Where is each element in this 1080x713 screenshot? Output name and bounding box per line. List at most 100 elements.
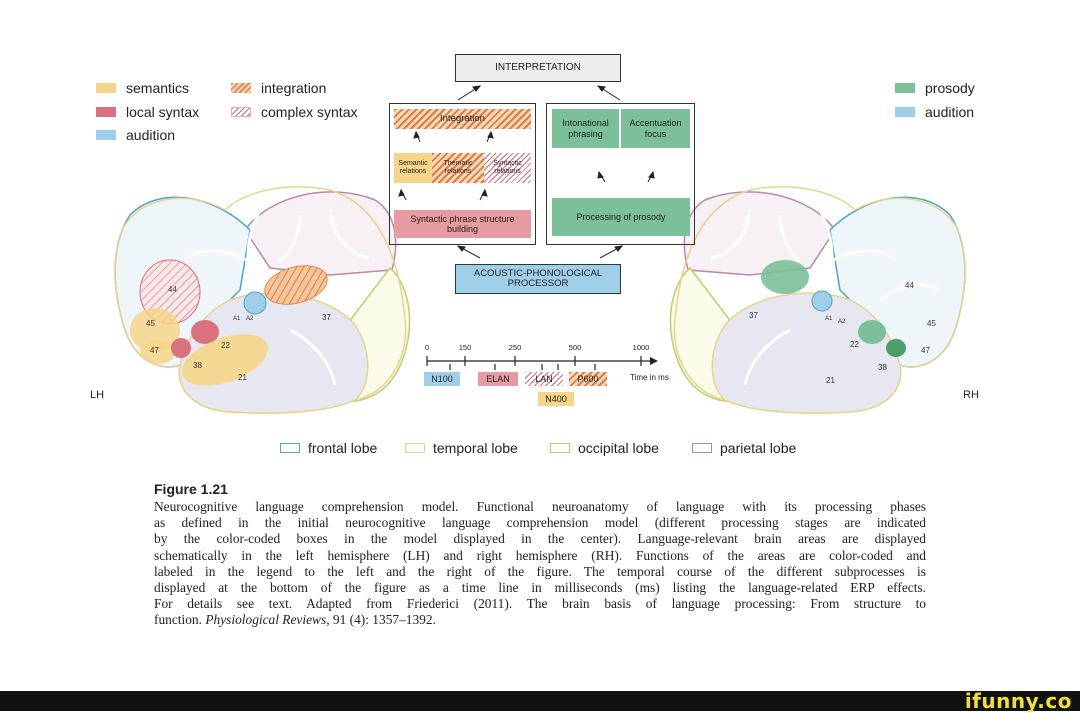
right-audition-region [811,290,833,312]
time-unit-label: Time in ms [630,373,669,382]
ifunny-watermark: ifunny.co [964,689,1072,713]
legend-audition-left: audition [96,127,175,143]
right-prosody-superior [761,260,809,294]
left-area-label: A2 [246,316,254,322]
temporal-lobe-swatch [405,443,425,453]
figure-title: Figure 1.21 [154,481,228,497]
legend-audition-label: audition [126,127,176,143]
syntactic-relations-box: Syntactic relations [484,153,531,183]
caption-line: by the color-coded boxes in the model di… [154,531,926,547]
caption-line: schematically in the left hemisphere (LH… [154,547,926,563]
left-hemisphere [114,186,411,414]
lan-label: LAN [525,372,563,386]
right-area-label: 37 [749,311,758,320]
model-arrows [398,85,655,259]
occipital-lobe-label: occipital lobe [578,440,659,456]
parietal-lobe-label: parietal lobe [720,440,797,456]
legend-occipital-lobe: occipital lobe [550,440,659,456]
frontal-lobe-swatch [280,443,300,453]
audition-swatch [96,130,116,140]
caption-line: as defined in the initial neurocognitive… [154,515,926,531]
legend-temporal-lobe: temporal lobe [405,440,518,456]
left-area-label: 37 [322,313,331,322]
caption-line: Neurocognitive language comprehension mo… [154,499,926,514]
right-area-label: A2 [838,319,846,325]
left-area-label: 22 [221,341,230,350]
right-area-label: 21 [826,376,835,385]
tick-label: 1000 [633,343,650,352]
left-area-47-semantics [140,340,176,364]
tick-label: 250 [509,343,522,352]
legend-local-syntax: local syntax [96,104,199,120]
left-local-syntax-region-b [171,338,191,358]
left-area-label: A1 [233,316,241,322]
occipital-lobe-swatch [550,443,570,453]
caption-line: labeled in the legend to the left and th… [154,563,926,579]
right-area-label: 44 [905,281,914,290]
brain-figure: 44 45 47 38 22 21 37 A1 A2 44 45 47 38 2… [114,186,966,414]
left-audition-region [243,291,267,315]
left-local-syntax-region-a [191,320,219,344]
legend-audition-right-label: audition [925,104,975,120]
parietal-lobe-swatch [692,443,712,453]
processing-prosody-box: Processing of prosody [552,198,690,236]
local-syntax-swatch [96,107,116,117]
legend-prosody-label: prosody [925,80,975,96]
watermark-bar [0,691,1080,711]
right-area-label: 22 [850,340,859,349]
right-prosody-temporal [858,320,886,344]
left-area-45-semantics [130,308,180,352]
right-sulci [709,209,941,386]
legend-local-syntax-label: local syntax [126,104,200,120]
tick-label: 500 [569,343,582,352]
journal-name: Physiological Reviews [205,612,327,628]
right-area-label: 47 [921,346,930,355]
left-area-label: 38 [193,361,202,370]
temporal-lobe-label: temporal lobe [433,440,518,456]
left-integration-region [264,265,328,305]
intonational-phrasing-box: Intonational phrasing [552,109,619,148]
semantics-swatch [96,83,116,93]
right-area-label: 45 [927,319,936,328]
syntactic-phrase-box: Syntactic phrase structure building [394,210,531,238]
left-area-label: 44 [168,285,177,294]
p600-label: P600 [569,372,607,386]
n400-label: N400 [538,392,574,406]
right-hemisphere-label: RH [963,389,979,401]
integration-box: Integration [394,109,531,129]
right-parietal-lobe [683,191,836,276]
caption-line: displayed at the bottom of the figure as… [154,580,926,596]
thematic-relations-box: Thematic relations [432,153,484,183]
left-area-label: 21 [238,373,247,382]
left-hemisphere-label: LH [90,389,105,401]
caption-last-end: , 91 (4): 1357–1392. [326,612,436,628]
caption-last-start: function. [154,612,206,628]
legend-semantics: semantics [96,80,189,96]
area-numbers: 44 45 47 38 22 21 37 A1 A2 44 45 47 38 2… [146,281,936,385]
complex-syntax-swatch [231,107,251,117]
legend-integration: integration [231,80,326,96]
legend-complex-syntax-label: complex syntax [261,104,358,120]
frontal-lobe-label: frontal lobe [308,440,378,456]
integration-swatch [231,83,251,93]
tick-label: 150 [459,343,472,352]
syntax-semantics-stage [389,103,536,245]
right-area-label: 38 [878,363,887,372]
accentuation-focus-box: Accentuation focus [621,109,690,148]
n100-label: N100 [424,372,460,386]
legend-complex-syntax: complex syntax [231,104,357,120]
legend-prosody: prosody [895,80,975,96]
right-prosody-frontal [886,339,906,357]
audition-swatch-right [895,107,915,117]
left-area-label: 45 [146,319,155,328]
caption-last-line: function. Physiological Reviews, 91 (4):… [154,612,926,628]
acoustic-processor-box: ACOUSTIC-PHONOLOGICAL PROCESSOR [455,264,621,294]
legend-frontal-lobe: frontal lobe [280,440,377,456]
figure-caption: Neurocognitive language comprehension mo… [154,499,926,629]
right-area-label: A1 [825,316,833,322]
elan-label: ELAN [478,372,518,386]
left-temporal-semantics [182,334,268,386]
legend-semantics-label: semantics [126,80,190,96]
timeline: 0 150 250 500 1000 [425,343,658,370]
legend-integration-label: integration [261,80,327,96]
